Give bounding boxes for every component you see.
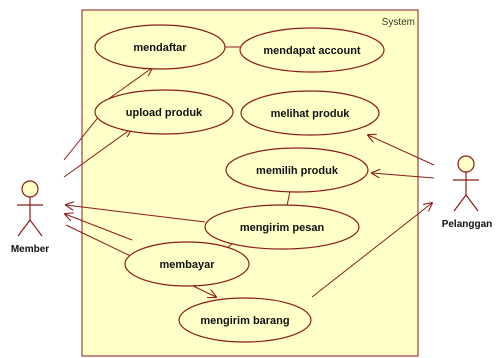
actor-label: Pelanggan (442, 219, 493, 230)
use-case-label: mendaftar (133, 42, 187, 54)
actor-pelanggan: Pelanggan (442, 155, 493, 230)
use-case-mengirim-pesan: mengirim pesan (204, 204, 360, 250)
use-case-membayar: membayar (124, 241, 250, 287)
use-case-ellipse (94, 89, 234, 135)
use-case-label: memilih produk (256, 165, 339, 177)
actor-member: Member (11, 180, 49, 255)
connectors (63, 46, 435, 298)
use-case-label: melihat produk (271, 108, 351, 120)
use-case-melihat-produk: melihat produk (240, 90, 380, 136)
use-case-ellipse (94, 24, 226, 70)
use-case-label: membayar (159, 259, 215, 271)
use-case-ellipse (239, 27, 385, 73)
use-case-label: upload produk (126, 107, 203, 119)
use-case-ellipse (204, 204, 360, 250)
arrow-membayar-to-member (65, 214, 133, 241)
use-case-mengirim-barang: mengirim barang (178, 297, 312, 343)
system-label: System (382, 17, 415, 28)
stick-figure-icon (453, 155, 479, 212)
arrow-mengirim-pesan-to-member (66, 205, 206, 223)
arrow-mengirim-barang-to-pelanggan (311, 203, 432, 298)
use-case-memilih-produk: memilih produk (225, 147, 369, 193)
link-memilih-produk-mengirim-pesan (286, 190, 291, 207)
actor-label: Member (11, 244, 49, 255)
use-case-label: mendapat account (263, 45, 361, 57)
use-case-ellipse (225, 147, 369, 193)
use-case-mendapat-account: mendapat account (239, 27, 385, 73)
stick-figure-icon (17, 180, 43, 237)
use-case-mendaftar: mendaftar (94, 24, 226, 70)
use-case-ellipse (124, 241, 250, 287)
arrow-pelanggan-to-memilih-produk (372, 173, 435, 179)
use-case-ellipse (240, 90, 380, 136)
use-case-label: mengirim pesan (240, 222, 325, 234)
arrow-upload-produk-to-mendaftar (106, 68, 152, 101)
use-case-label: mengirim barang (200, 315, 289, 327)
arrow-pelanggan-to-melihat-produk (368, 135, 435, 166)
arrow-member-to-upload-produk-b (63, 129, 131, 178)
use-case-ellipse (178, 297, 312, 343)
use-case-upload-produk: upload produk (94, 89, 234, 135)
